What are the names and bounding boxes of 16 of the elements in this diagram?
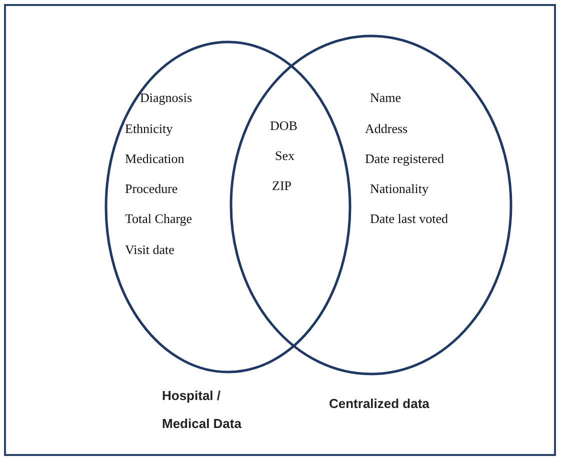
attribute-label: Date last voted xyxy=(370,211,448,227)
shared-attribute-label: DOB xyxy=(270,118,298,134)
set-heading: Hospital / Medical Data xyxy=(162,387,242,433)
attribute-label: Address xyxy=(365,121,408,137)
attribute-label: Medication xyxy=(125,151,184,167)
attribute-label: Diagnosis xyxy=(140,90,192,106)
set-heading: Centralized data xyxy=(329,395,430,413)
attribute-label: Ethnicity xyxy=(125,121,173,137)
shared-attribute-label: ZIP xyxy=(272,178,292,194)
attribute-label: Procedure xyxy=(125,181,178,197)
attribute-label: Visit date xyxy=(125,242,174,258)
shared-attribute-label: Sex xyxy=(275,148,294,164)
attribute-label: Nationality xyxy=(370,181,428,197)
attribute-label: Name xyxy=(370,90,402,106)
attribute-label: Total Charge xyxy=(125,211,192,227)
attribute-label: Date registered xyxy=(365,151,444,167)
